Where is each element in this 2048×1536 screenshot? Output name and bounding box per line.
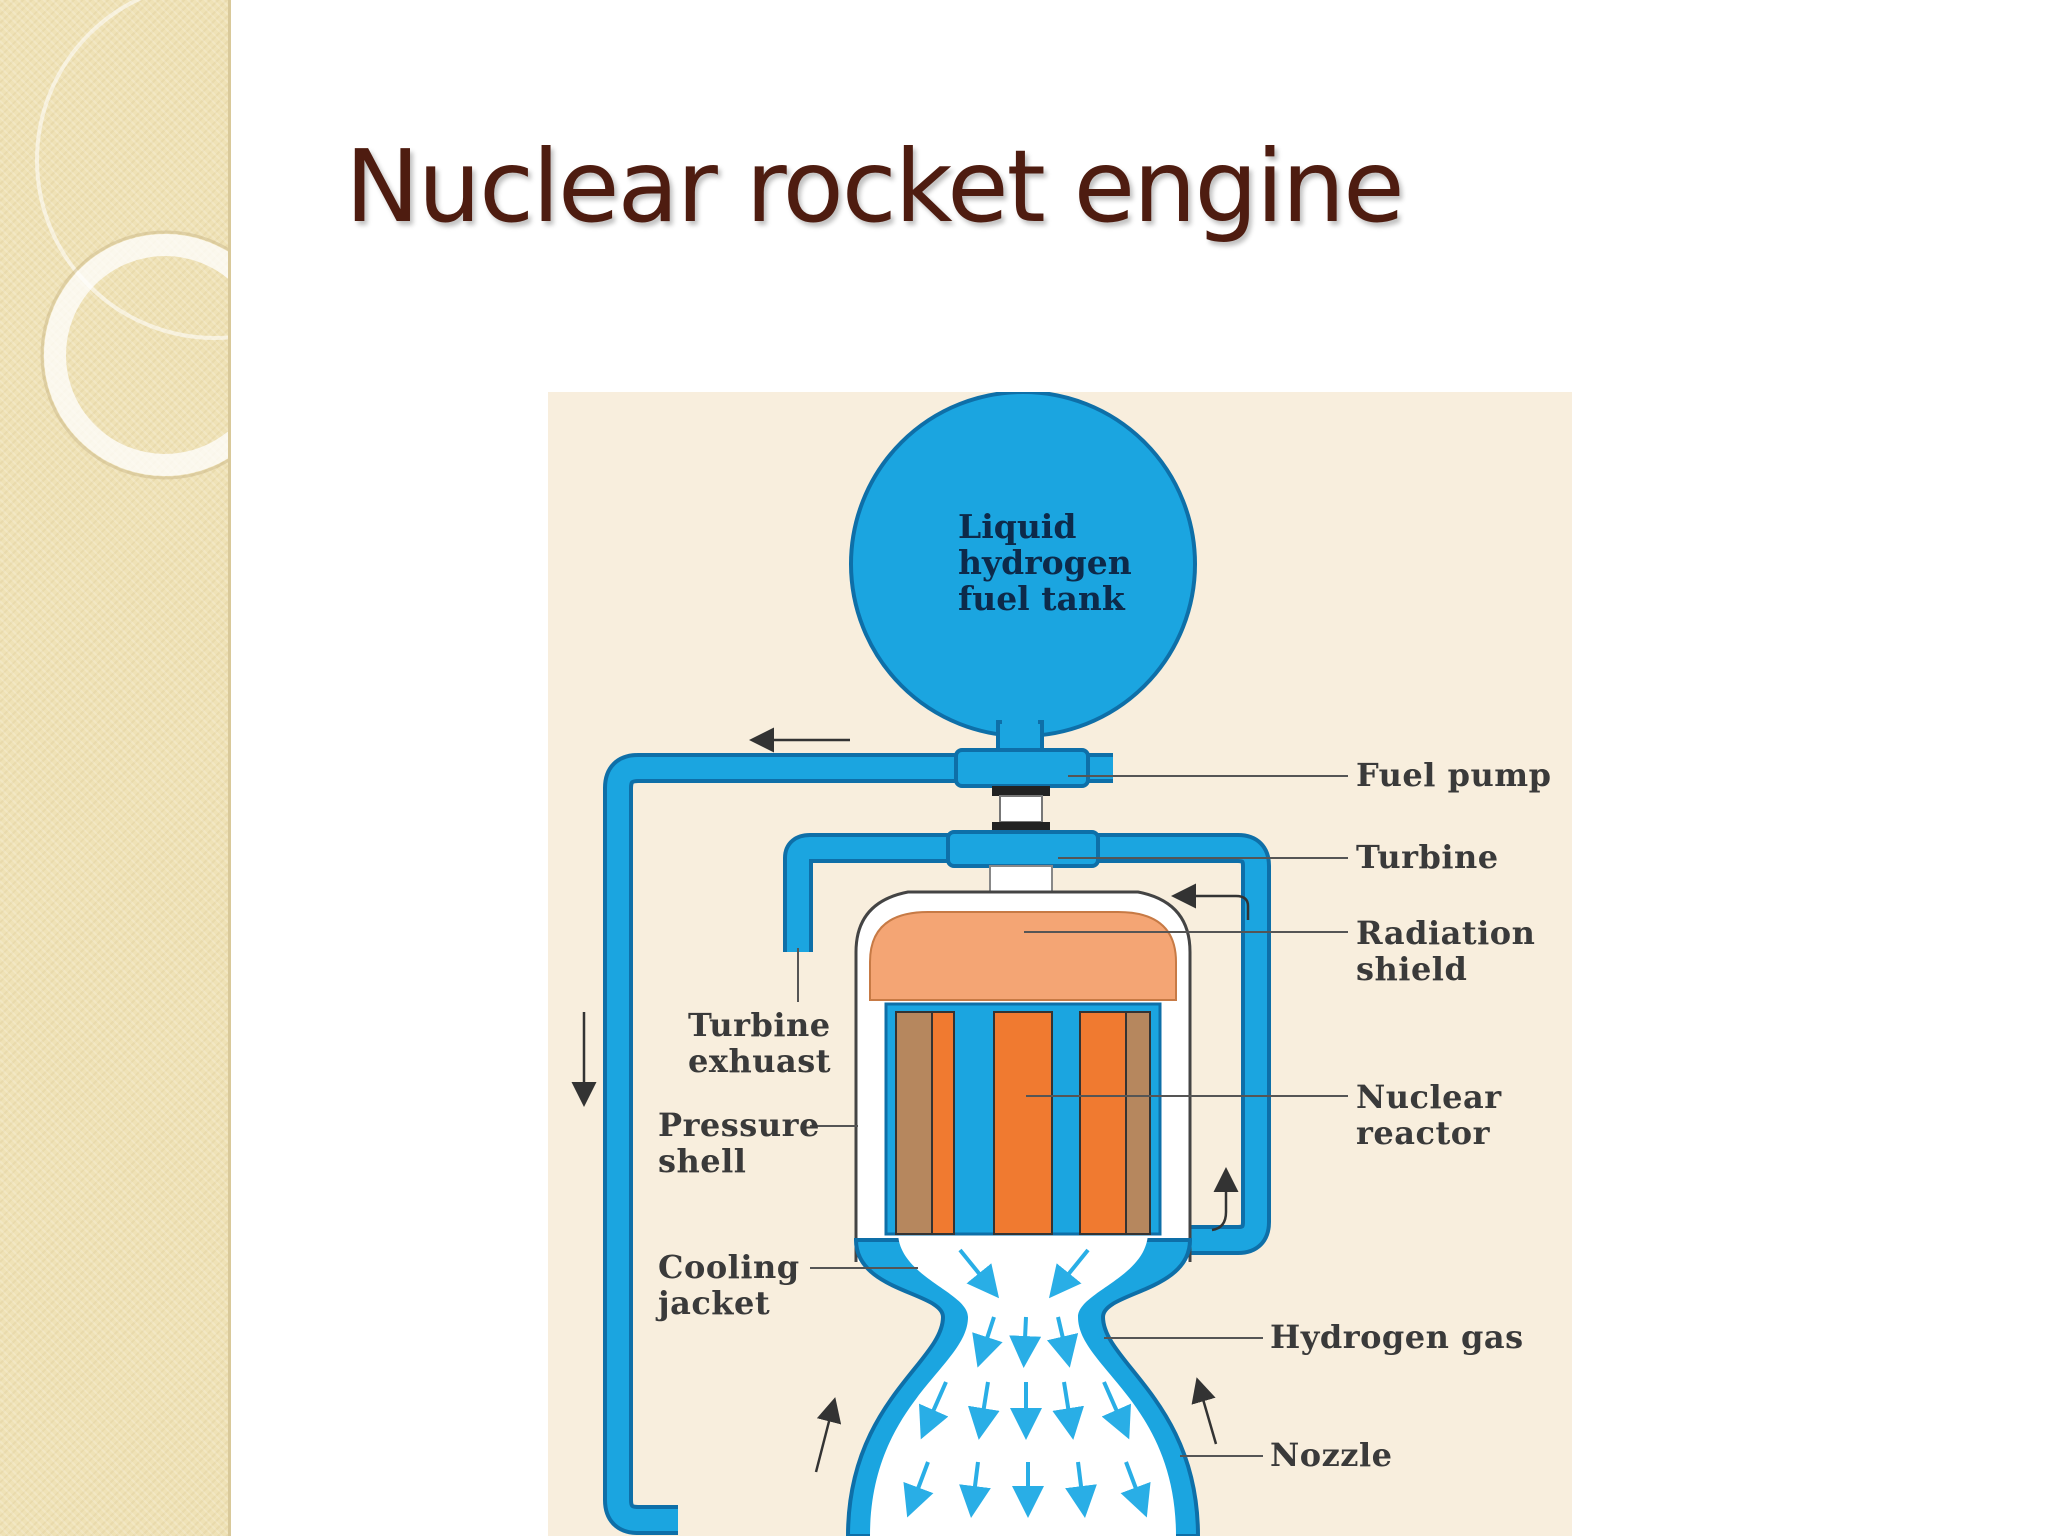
- label-cooling-jacket-1: Cooling: [658, 1248, 800, 1286]
- label-fuel-pump: Fuel pump: [1356, 756, 1551, 794]
- label-nuclear-reactor-1: Nuclear: [1356, 1078, 1502, 1116]
- fuel-pump: [954, 748, 1090, 832]
- label-pressure-shell-1: Pressure: [658, 1106, 820, 1144]
- fuel-tank: [849, 392, 1197, 774]
- label-turbine-exhaust-1: Turbine: [688, 1006, 831, 1044]
- nuclear-reactor: [884, 1002, 1162, 1236]
- turbine: [783, 830, 1271, 1255]
- label-hydrogen-gas: Hydrogen gas: [1270, 1318, 1524, 1356]
- label-pressure-shell-2: shell: [658, 1142, 746, 1180]
- ornament-rings: [35, 0, 228, 480]
- label-radiation-shield-1: Radiation: [1356, 914, 1535, 952]
- label-nuclear-reactor-2: reactor: [1356, 1114, 1491, 1152]
- label-turbine: Turbine: [1356, 838, 1499, 876]
- tank-label-line1: Liquid: [958, 507, 1076, 546]
- tank-label-line2: hydrogen: [958, 543, 1132, 582]
- tank-label-line3: fuel tank: [958, 579, 1126, 618]
- flow-arrows: [571, 727, 1250, 1473]
- radiation-shield: [869, 911, 1177, 1001]
- slide-title: Nuclear rocket engine: [345, 128, 1405, 245]
- hydrogen-gas-flow: [903, 1248, 1151, 1518]
- label-radiation-shield-2: shield: [1356, 950, 1467, 988]
- sidebar-decoration: [0, 0, 231, 1536]
- leader-lines: [797, 775, 1348, 1457]
- label-turbine-exhaust-2: exhuast: [688, 1042, 831, 1080]
- nuclear-rocket-diagram: Liquid hydrogen fuel tank: [548, 392, 1572, 1536]
- coolant-loop: [603, 753, 1113, 1535]
- label-nozzle: Nozzle: [1270, 1436, 1392, 1474]
- nozzle: [845, 1232, 1201, 1536]
- label-cooling-jacket-2: jacket: [655, 1284, 770, 1322]
